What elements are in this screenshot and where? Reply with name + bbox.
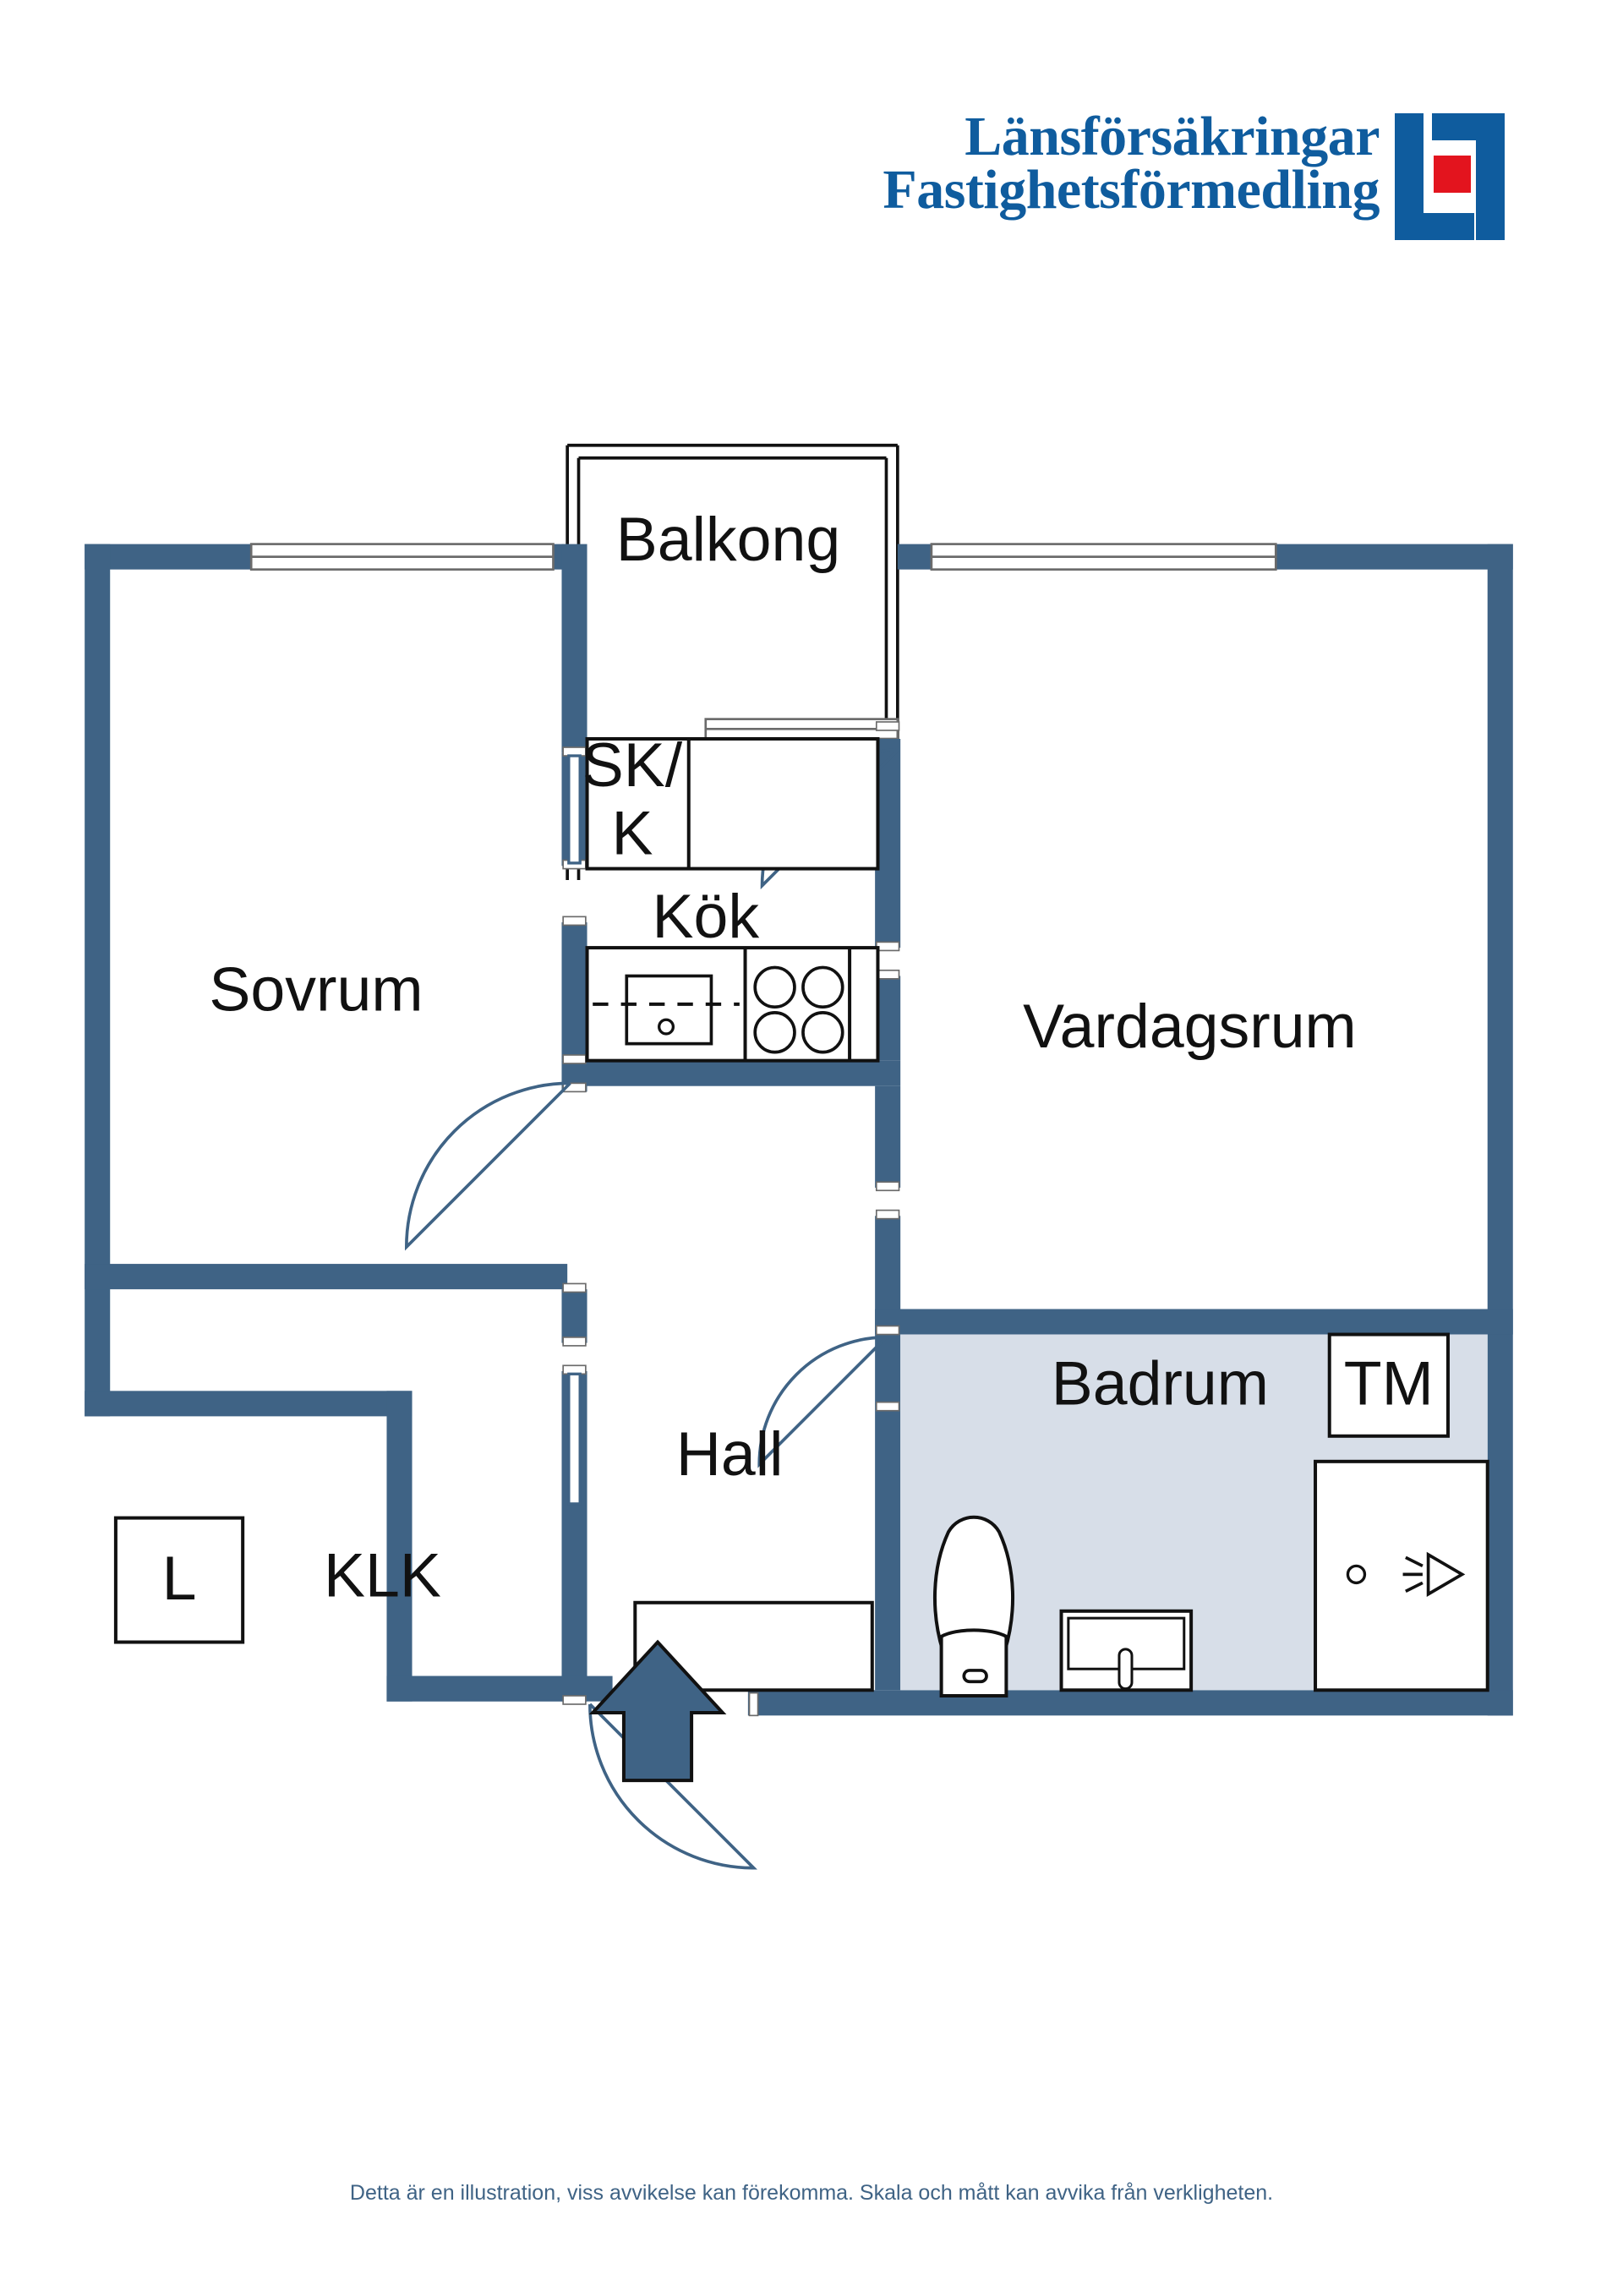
room-label-balkong: Balkong [616, 504, 840, 574]
washer-label-tm: TM [1344, 1348, 1434, 1418]
washing-machine-box [1327, 1332, 1450, 1438]
logo-line-2: Fastighetsförmedling [883, 159, 1380, 221]
room-label-vardagsrum: Vardagsrum [1023, 991, 1357, 1061]
bedroom-door [404, 1081, 571, 1251]
bedroom-north-window [249, 543, 555, 571]
livingroom-north-window [930, 543, 1277, 571]
laundry-label-l: L [162, 1543, 197, 1613]
klk-sliding-door [567, 1372, 582, 1506]
door-jambs [562, 721, 900, 1717]
closet-label-sk-line1: SK/ [582, 730, 683, 800]
shower-area [1314, 1459, 1489, 1692]
kitchen-stove-icon [753, 965, 844, 1054]
floorplan-drawing: Balkong Sovrum Kök Vardagsrum Hall Badru… [85, 443, 1513, 1870]
sliding-doors [567, 754, 582, 1506]
room-label-hall: Hall [676, 1419, 784, 1489]
logo-line-1: Länsförsäkringar [965, 106, 1380, 167]
page-header: Länsförsäkringar Fastighetsförmedling [0, 0, 1623, 304]
kitchen-sink-icon [593, 974, 740, 1046]
shower-head-icon [1402, 1551, 1466, 1597]
room-label-badrum: Badrum [1052, 1348, 1269, 1418]
kitchen-sliding-door [567, 754, 582, 865]
closet-label-sk-line2: K [611, 797, 653, 867]
logo-wordmark: Länsförsäkringar Fastighetsförmedling [883, 106, 1380, 221]
toilet-icon [932, 1515, 1015, 1697]
kitchen-north-window [704, 718, 899, 741]
shower-drain-icon [1346, 1564, 1367, 1585]
washbasin-icon [1059, 1609, 1194, 1692]
laundry-box [113, 1516, 245, 1644]
lf-logo-mark-icon [1395, 113, 1505, 240]
brand-logo: Länsförsäkringar Fastighetsförmedling [883, 106, 1505, 240]
entrance-arrow-icon [588, 1639, 727, 1783]
floorplan-container: Balkong Sovrum Kök Vardagsrum Hall Badru… [0, 304, 1623, 2147]
room-label-sovrum: Sovrum [209, 954, 423, 1025]
room-label-klk: KLK [324, 1539, 441, 1610]
room-label-kok: Kök [652, 881, 759, 951]
entrance-door-swing [588, 1703, 757, 1870]
bathroom-door [757, 1336, 888, 1468]
disclaimer-caption: Detta är en illustration, viss avvikelse… [349, 2181, 1274, 2205]
sk-k-closet [585, 736, 880, 871]
